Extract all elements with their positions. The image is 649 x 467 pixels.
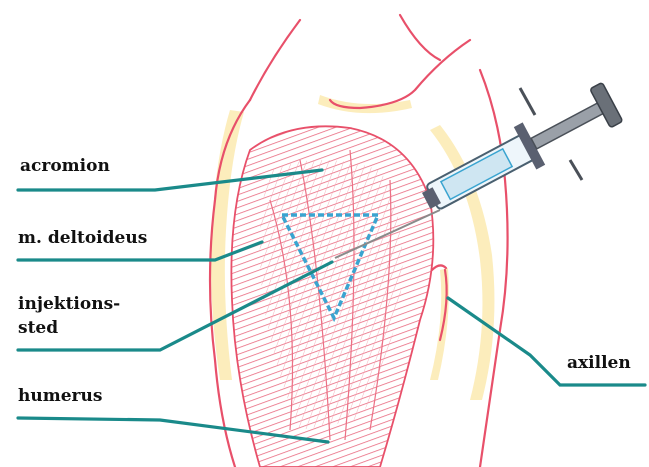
label-acromion: acromion <box>20 156 110 177</box>
label-deltoid: m. deltoideus <box>18 228 147 249</box>
label-injection-line2: sted <box>18 318 58 339</box>
label-injection-line1: injektions- <box>18 294 120 315</box>
label-humerus: humerus <box>18 386 102 407</box>
label-axilla: axillen <box>567 353 631 374</box>
